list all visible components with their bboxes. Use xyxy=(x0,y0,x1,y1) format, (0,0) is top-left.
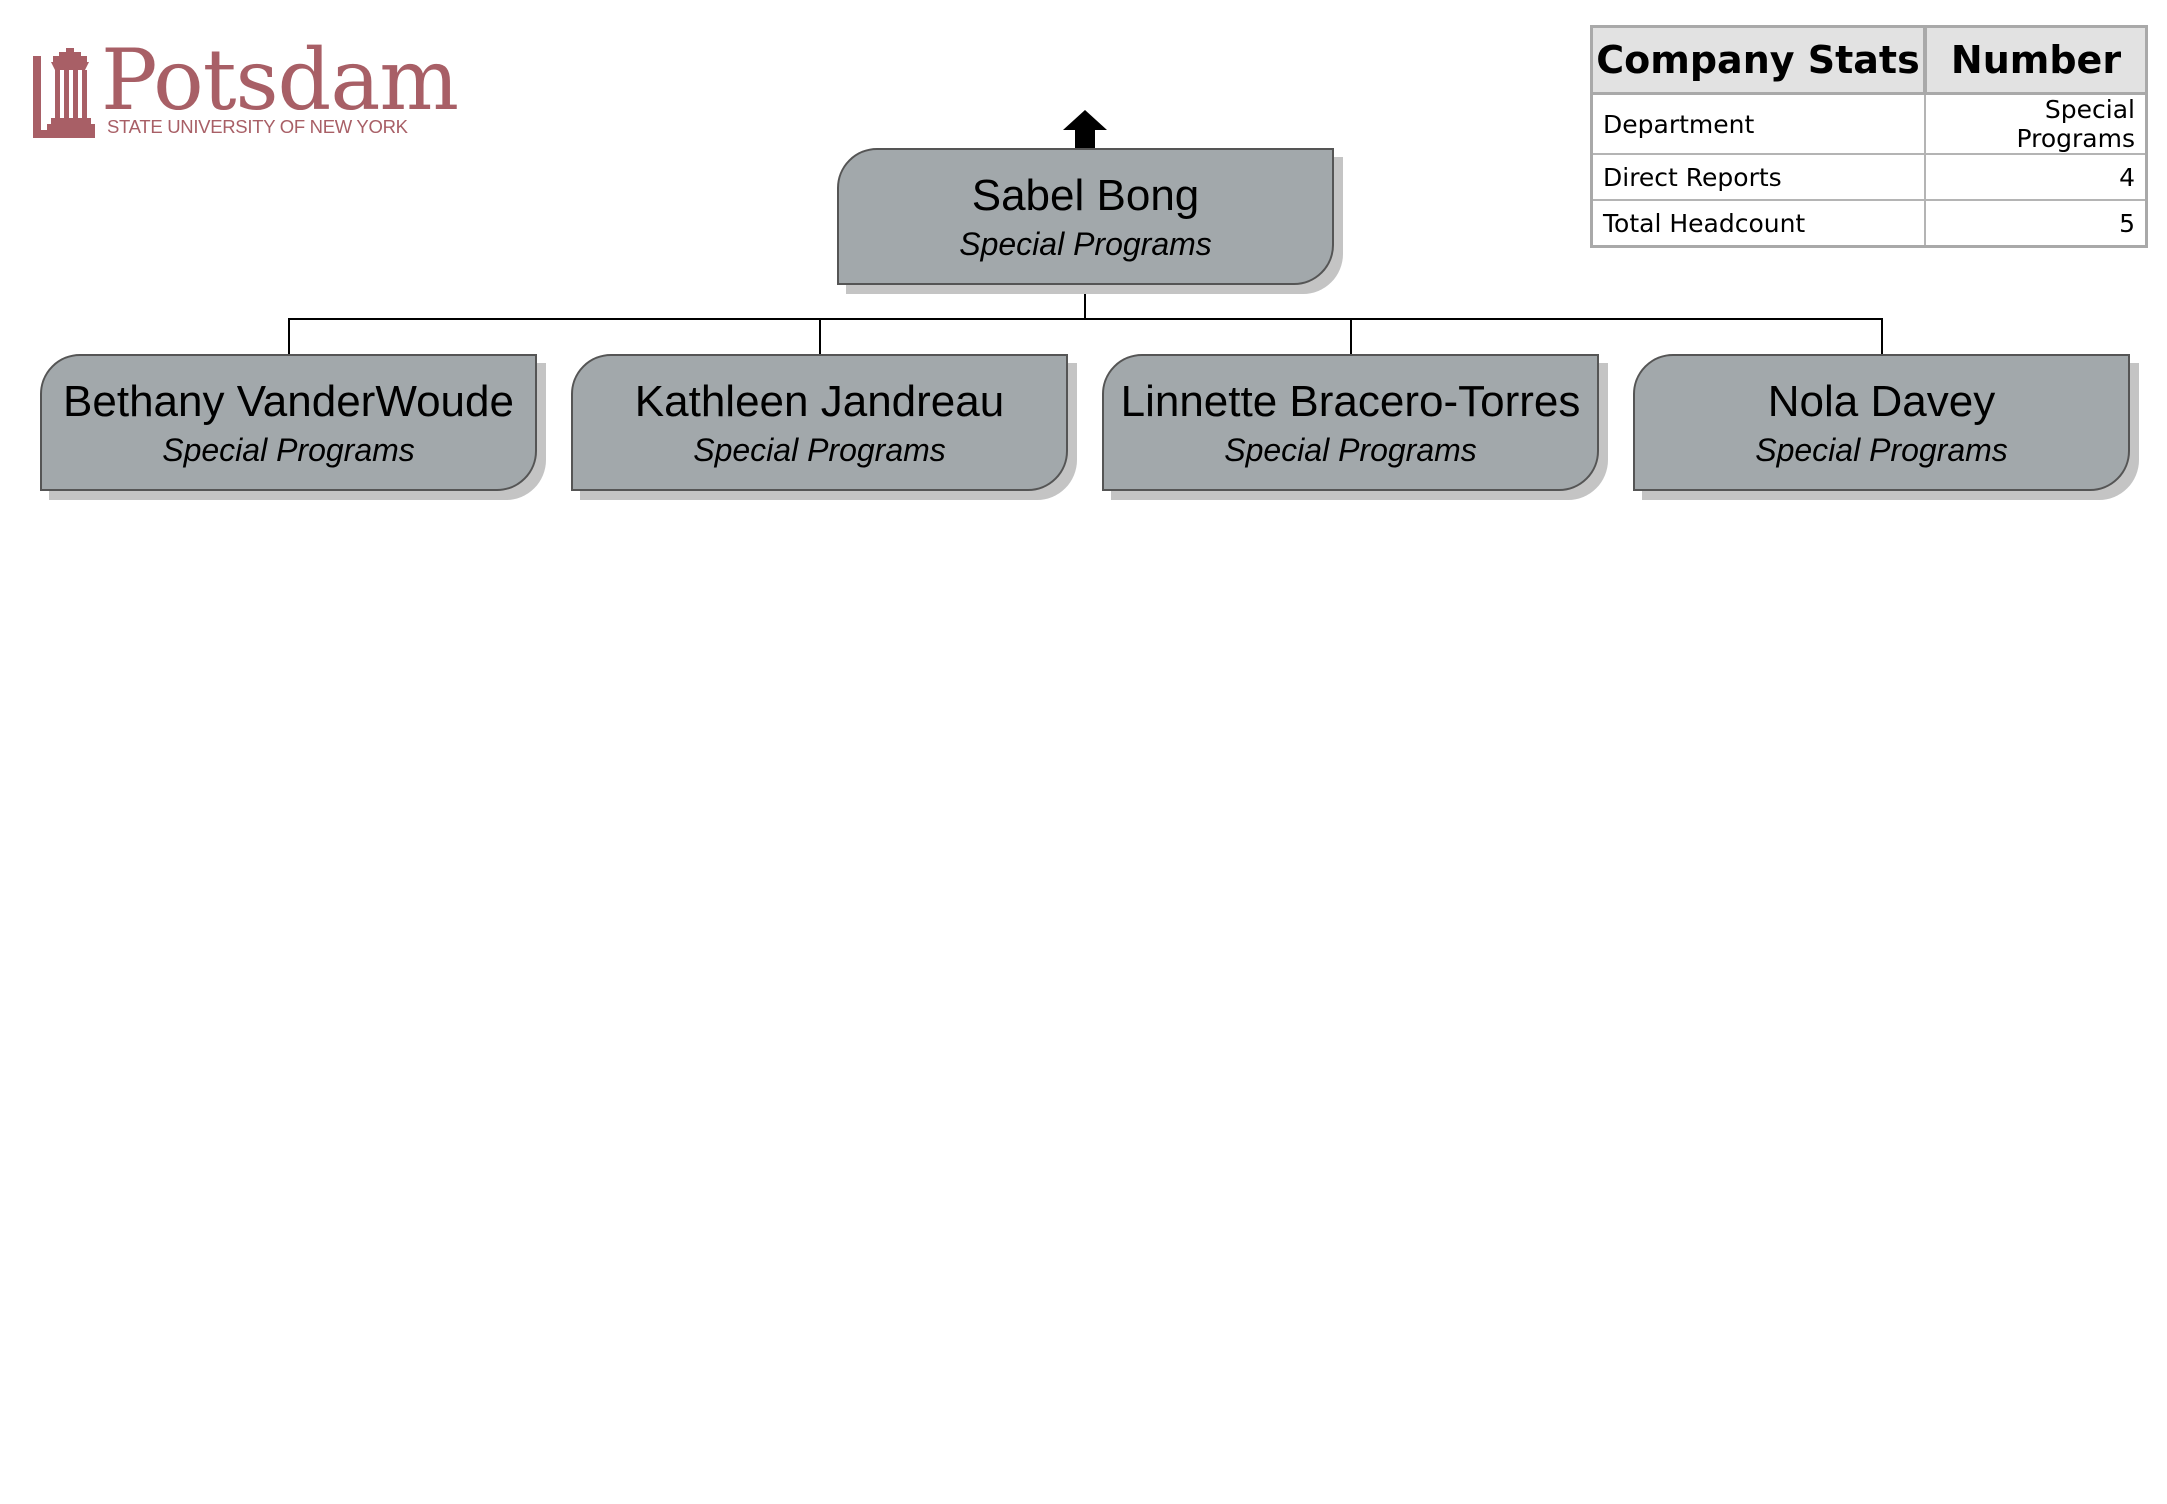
connector-drop-3 xyxy=(1350,318,1352,354)
node-box: Nola Davey Special Programs xyxy=(1633,354,2130,491)
potsdam-logo: Potsdam STATE UNIVERSITY OF NEW YORK xyxy=(33,32,459,140)
org-node-report[interactable]: Bethany VanderWoude Special Programs xyxy=(40,354,546,500)
node-department: Special Programs xyxy=(162,432,415,468)
node-box: Bethany VanderWoude Special Programs xyxy=(40,354,537,491)
org-node-report[interactable]: Nola Davey Special Programs xyxy=(1633,354,2139,500)
connector-horizontal-bus xyxy=(288,318,1883,320)
connector-drop-1 xyxy=(288,318,290,354)
stats-row-value: Special Programs xyxy=(1925,92,2145,154)
connector-drop-2 xyxy=(819,318,821,354)
org-node-report[interactable]: Linnette Bracero-Torres Special Programs xyxy=(1102,354,1608,500)
stats-row-total-headcount: Total Headcount 5 xyxy=(1593,199,2145,245)
node-name: Sabel Bong xyxy=(971,171,1200,220)
stats-row-direct-reports: Direct Reports 4 xyxy=(1593,153,2145,200)
up-arrow-icon[interactable] xyxy=(1063,110,1107,148)
stats-row-label: Direct Reports xyxy=(1593,153,1926,200)
node-name: Linnette Bracero-Torres xyxy=(1120,377,1581,426)
stats-row-label: Total Headcount xyxy=(1593,199,1926,245)
building-icon xyxy=(33,48,95,138)
stats-row-label: Department xyxy=(1593,92,1926,154)
logo-tagline: STATE UNIVERSITY OF NEW YORK xyxy=(107,116,408,137)
org-node-report[interactable]: Kathleen Jandreau Special Programs xyxy=(571,354,1077,500)
node-box: Kathleen Jandreau Special Programs xyxy=(571,354,1068,491)
stats-header-label: Company Stats xyxy=(1593,28,1927,95)
node-box: Sabel Bong Special Programs xyxy=(837,148,1334,285)
connector-drop-4 xyxy=(1881,318,1883,354)
stats-header-row: Company Stats Number xyxy=(1593,28,2145,95)
org-node-manager[interactable]: Sabel Bong Special Programs xyxy=(837,148,1343,294)
node-name: Nola Davey xyxy=(1767,377,1996,426)
company-stats-table: Company Stats Number Department Special … xyxy=(1590,25,2148,248)
node-department: Special Programs xyxy=(1755,432,2008,468)
node-name: Kathleen Jandreau xyxy=(634,377,1005,426)
node-department: Special Programs xyxy=(959,226,1212,262)
logo-wordmark: Potsdam xyxy=(101,31,459,129)
node-department: Special Programs xyxy=(1224,432,1477,468)
stats-row-department: Department Special Programs xyxy=(1593,92,2145,154)
stats-header-value: Number xyxy=(1925,28,2145,95)
node-box: Linnette Bracero-Torres Special Programs xyxy=(1102,354,1599,491)
stats-row-value: 4 xyxy=(1925,153,2145,200)
node-department: Special Programs xyxy=(693,432,946,468)
stats-row-value: 5 xyxy=(1925,199,2145,245)
node-name: Bethany VanderWoude xyxy=(63,377,514,426)
connector-manager-stem xyxy=(1084,293,1086,318)
